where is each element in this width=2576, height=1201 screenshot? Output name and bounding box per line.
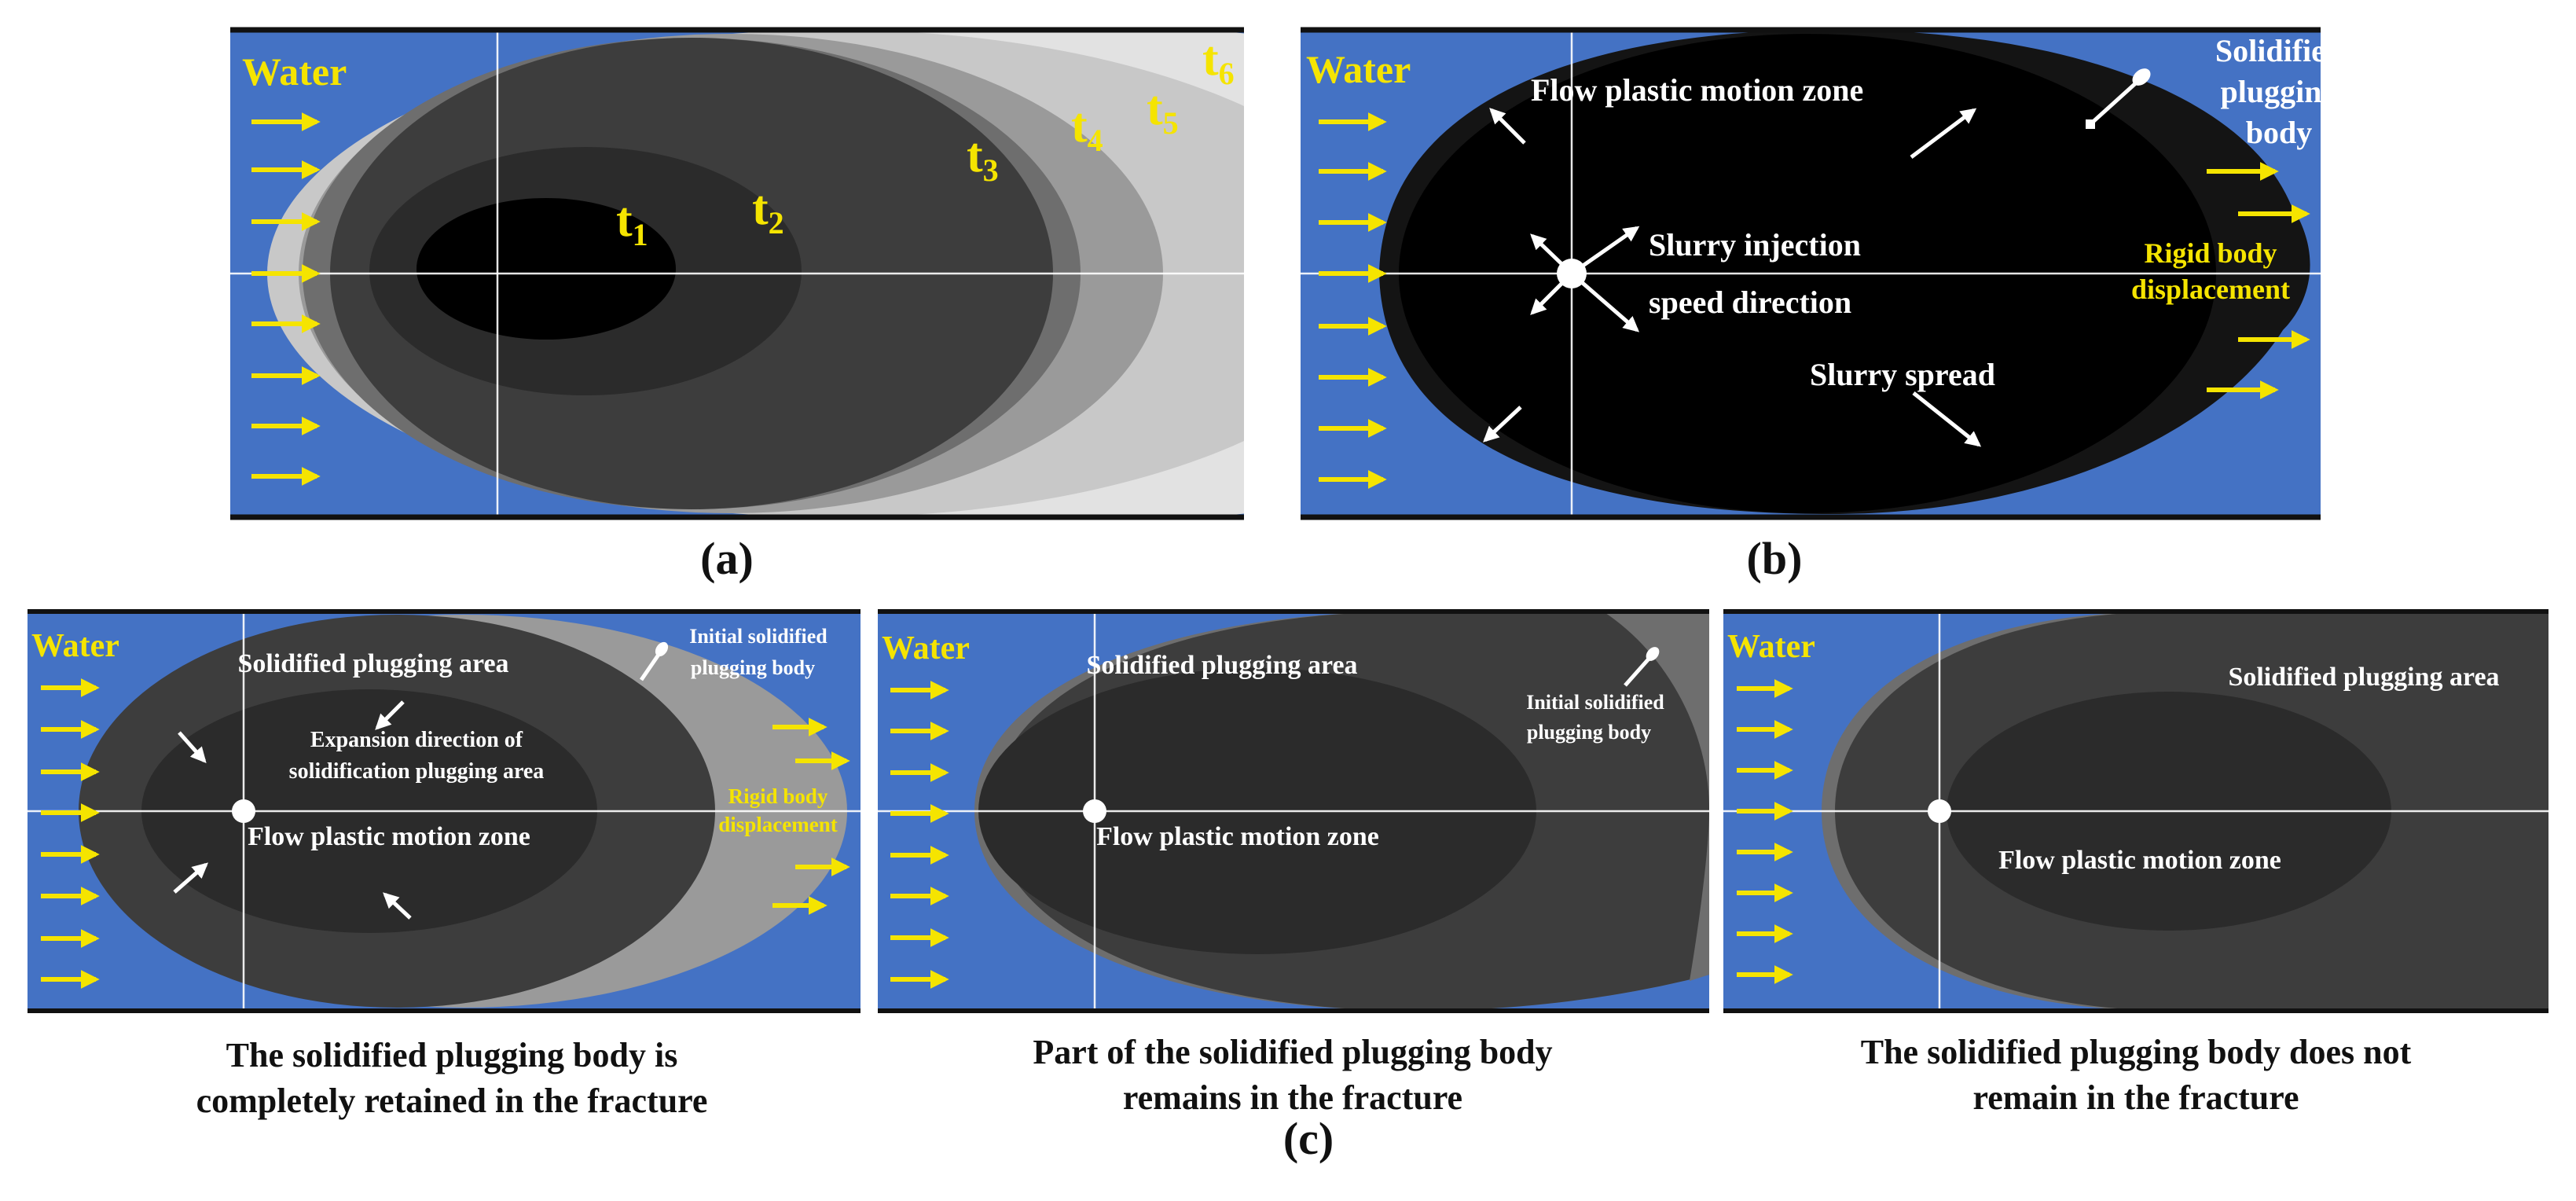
- panel-c1-water-label: Water: [31, 628, 119, 664]
- panel-b-rigid-body-arrows: [2207, 162, 2310, 399]
- time-label-t4: t4: [1071, 99, 1103, 158]
- injection-point-marker: [1928, 799, 1951, 823]
- panel-c1-initial-label-1: Initial solidified: [689, 625, 827, 648]
- expansion-arrow: [383, 892, 412, 920]
- injection-point-marker: [1083, 799, 1106, 823]
- panel-c3-caption-line-1: The solidified plugging body does not: [1861, 1033, 2412, 1071]
- panel-b-flow-zone-label: Flow plastic motion zone: [1531, 72, 1863, 108]
- panel-b-inflow-arrows: [1319, 112, 1387, 489]
- panel-c3-inflow-arrows: [1737, 679, 1793, 984]
- panel-c2-flow-zone-label: Flow plastic motion zone: [1096, 822, 1379, 851]
- panel-c-caption: (c): [1283, 1113, 1334, 1164]
- panel-b-caption: (b): [1747, 533, 1803, 584]
- panel-c1-rigid-label-2: displacement: [718, 813, 838, 836]
- panel-c2: Water Solidified plugging area Initial s…: [878, 609, 1709, 1117]
- panel-c1-caption-line-2: completely retained in the fracture: [196, 1082, 708, 1120]
- panel-b: Water: [1301, 27, 2343, 584]
- panel-b-injection-point: [1530, 226, 1640, 332]
- spread-arrow-lower-left: [1483, 406, 1522, 443]
- spread-arrow-upper-left: [1489, 108, 1526, 145]
- panel-c1-expansion-label-1: Expansion direction of: [310, 728, 523, 752]
- expansion-arrow: [375, 700, 405, 730]
- panel-b-rigid-label-1: Rigid body: [2144, 237, 2277, 269]
- panel-c1-initial-label-2: plugging body: [691, 656, 815, 679]
- time-label-t1: t1: [616, 193, 648, 252]
- zone-t1: [416, 198, 676, 340]
- panel-c3-solid-area-label: Solidified plugging area: [2228, 663, 2499, 692]
- panel-b-injection-label-1: Slurry injection: [1649, 227, 1861, 263]
- initial-body-pointer-icon: [1624, 647, 1660, 687]
- panel-b-rigid-label-2: displacement: [2131, 274, 2290, 305]
- panel-c1-rigid-label-1: Rigid body: [728, 784, 828, 808]
- spread-arrow-lower-right: [1912, 391, 1982, 447]
- panel-a-caption: (a): [700, 533, 754, 584]
- time-label-t6: t6: [1202, 32, 1235, 91]
- panel-b-solidified-label-3: body: [2246, 115, 2313, 150]
- panel-b-spread-label: Slurry spread: [1810, 357, 1995, 392]
- panel-a-inflow-arrows: [251, 112, 321, 486]
- panel-b-solidified-label-2: plugging: [2221, 74, 2338, 109]
- panel-b-solidified-label-1: Solidified: [2215, 33, 2343, 68]
- panel-c2-caption-line-1: Part of the solidified plugging body: [1033, 1033, 1552, 1071]
- initial-body-pointer-icon: [639, 641, 669, 681]
- panel-c3-flow-zone-label: Flow plastic motion zone: [1998, 846, 2281, 875]
- spread-arrow-upper-right: [1910, 108, 1977, 159]
- expansion-arrow: [173, 862, 209, 894]
- panel-c1-rigid-body-arrows: [772, 718, 850, 915]
- injection-point-marker: [1557, 259, 1587, 288]
- initial-solidified-body-band: [1603, 612, 1709, 981]
- panel-c2-caption-line-2: remains in the fracture: [1123, 1078, 1462, 1117]
- panel-c2-water-label: Water: [882, 630, 970, 667]
- panel-c2-inflow-arrows: [890, 681, 949, 989]
- panel-c1-caption-line-1: The solidified plugging body is: [226, 1036, 678, 1074]
- panel-c3: Water Solidified plugging area Flow plas…: [1723, 609, 2548, 1117]
- panel-a: Water t1 t2 t3 t4 t5 t6 (a): [230, 27, 1244, 584]
- panel-b-injection-label-2: speed direction: [1649, 285, 1851, 320]
- panel-c2-initial-label-1: Initial solidified: [1526, 691, 1664, 714]
- expansion-arrow: [178, 731, 207, 763]
- panel-c3-caption-line-2: remain in the fracture: [1972, 1078, 2299, 1117]
- solidified-body-pointer-icon: [2086, 68, 2151, 129]
- panel-a-water-label: Water: [242, 50, 347, 94]
- panel-c2-initial-label-2: plugging body: [1527, 721, 1651, 744]
- panel-c1-flow-zone-label: Flow plastic motion zone: [248, 822, 530, 851]
- time-label-t5: t5: [1147, 82, 1179, 141]
- panel-c2-solid-area-label: Solidified plugging area: [1086, 651, 1357, 680]
- panel-c1-inflow-arrows: [41, 678, 100, 989]
- panel-b-water-label: Water: [1306, 47, 1411, 91]
- time-label-t3: t3: [967, 129, 999, 188]
- panel-c1-expansion-label-2: solidification plugging area: [289, 759, 545, 784]
- time-label-t2: t2: [752, 182, 784, 241]
- injection-point-marker: [232, 799, 255, 823]
- panel-c1-solid-area-label: Solidified plugging area: [237, 649, 508, 678]
- panel-c3-water-label: Water: [1727, 629, 1815, 665]
- panel-c1: Water Solidified plugging area Initial: [28, 609, 861, 1120]
